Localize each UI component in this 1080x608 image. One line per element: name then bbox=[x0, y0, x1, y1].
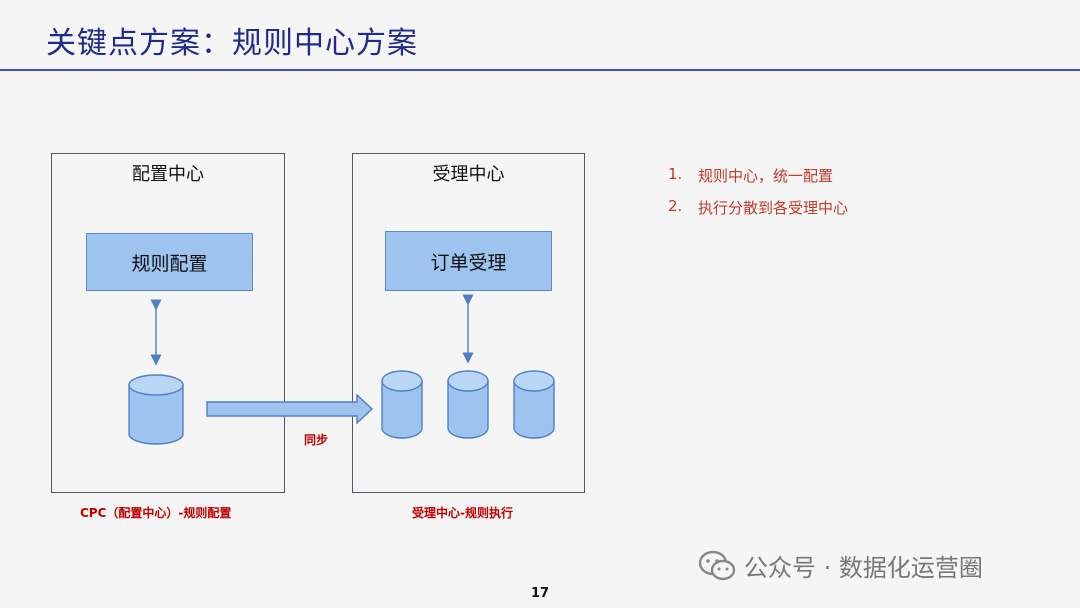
note-number: 1. bbox=[668, 165, 683, 183]
note-item: 2. 执行分散到各受理中心 bbox=[668, 197, 848, 229]
watermark: 公众号 · 数据化运营圈 bbox=[698, 548, 983, 583]
sync-arrow bbox=[206, 393, 374, 425]
notes-list: 1. 规则中心，统一配置 2. 执行分散到各受理中心 bbox=[668, 165, 848, 229]
sync-label: 同步 bbox=[304, 433, 329, 447]
config-center-caption: CPC（配置中心）-规则配置 bbox=[80, 506, 232, 520]
acceptance-database-icon-1 bbox=[381, 370, 423, 439]
acceptance-center-title: 受理中心 bbox=[432, 164, 505, 185]
note-text: 规则中心，统一配置 bbox=[698, 167, 834, 185]
config-center-title: 配置中心 bbox=[132, 164, 204, 185]
config-database-icon bbox=[128, 374, 184, 445]
note-text: 执行分散到各受理中心 bbox=[698, 199, 849, 217]
wechat-icon bbox=[698, 550, 736, 580]
acceptance-center-caption: 受理中心-规则执行 bbox=[412, 506, 513, 520]
acceptance-database-icon-3 bbox=[513, 370, 555, 439]
watermark-text: 公众号 · 数据化运营圈 bbox=[744, 554, 983, 582]
rule-config-box: 规则配置 bbox=[86, 233, 253, 291]
slide-title: 关键点方案：规则中心方案 bbox=[46, 26, 418, 61]
page-number: 17 bbox=[530, 586, 550, 601]
acceptance-database-icon-2 bbox=[447, 370, 489, 439]
order-acceptance-box: 订单受理 bbox=[385, 231, 552, 291]
note-number: 2. bbox=[668, 197, 683, 215]
title-divider bbox=[0, 69, 1080, 71]
note-item: 1. 规则中心，统一配置 bbox=[668, 165, 848, 197]
